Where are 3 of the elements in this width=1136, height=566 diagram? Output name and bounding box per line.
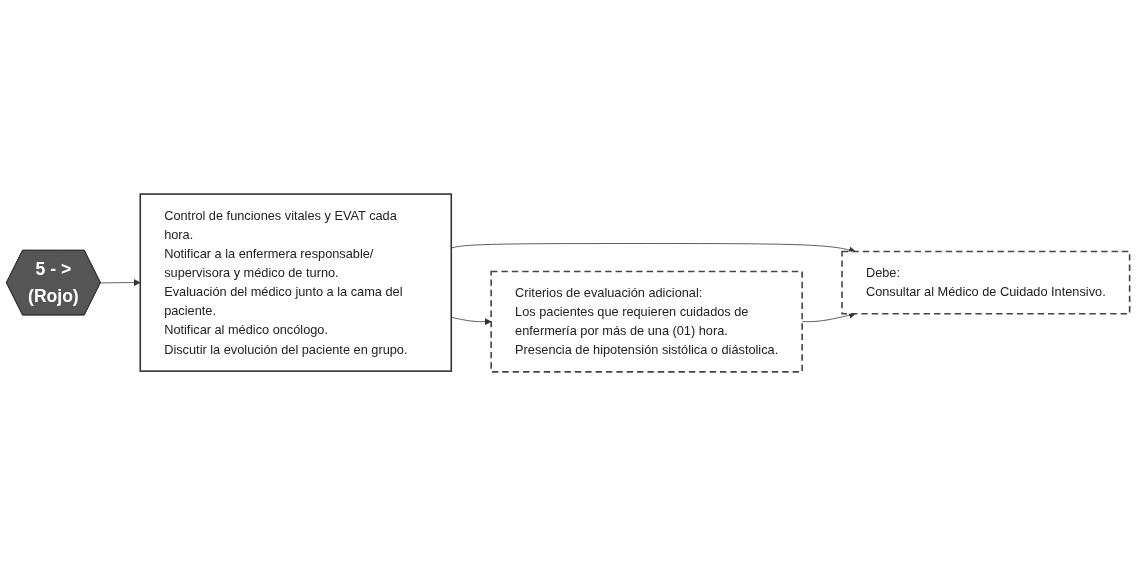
node-box: Debe: Consultar al Médico de Cuidado Intensivo. [841,250,1131,315]
node-box: Criterios de evaluación adicional: Los pacientes que requieren cuidados de enfermería por más de una (01) hora. Presencia de hipotensión sistólica o diástolica. [490,270,803,373]
node-box: Control de funciones vitales y EVAT cada hora. Notificar a la enfermera responsable/ supervisora y médico de turno. Evaluación del médico junto a la cama del paciente. Notificar al médico oncólogo. Discutir la evolución del paciente en grupo. [139,193,453,372]
